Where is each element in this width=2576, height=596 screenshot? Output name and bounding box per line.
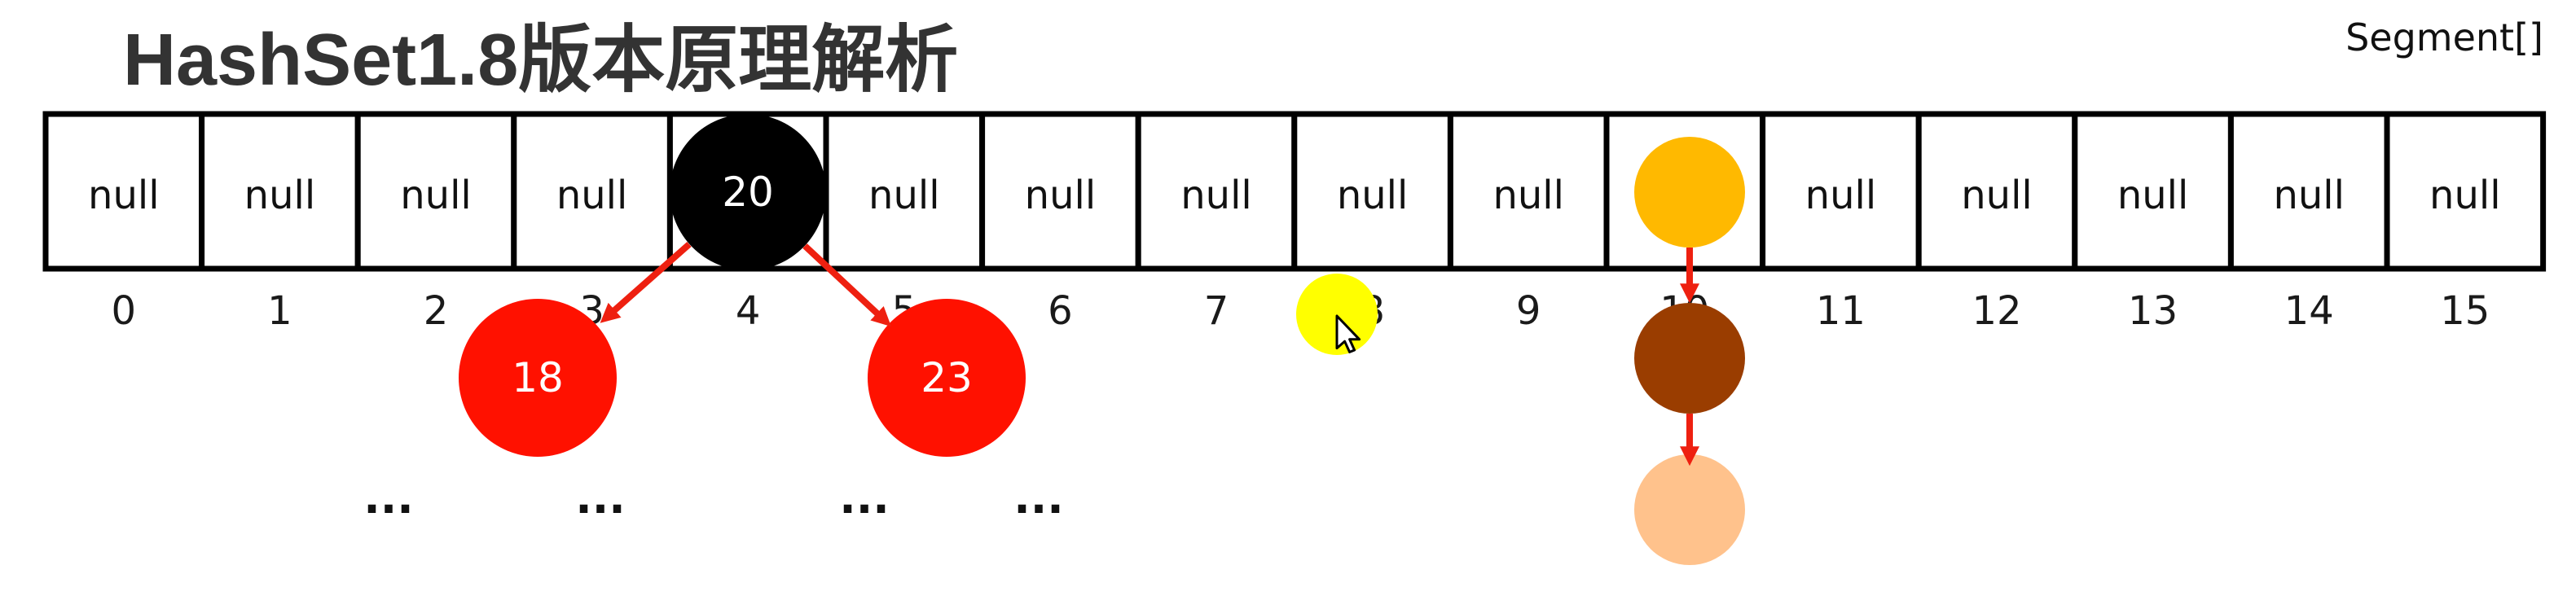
bucket-value: null <box>1805 173 1877 218</box>
bucket-index: 15 <box>2440 288 2490 334</box>
bucket-value: null <box>1025 173 1097 218</box>
bucket-value: null <box>1961 173 2033 218</box>
ellipsis: ... <box>839 472 890 524</box>
bucket-cell <box>1760 111 1922 272</box>
arrow-root-to-right <box>802 243 892 327</box>
segment-array-label: Segment[] <box>2345 15 2543 59</box>
bucket-index: 9 <box>1516 288 1541 334</box>
bucket-value: null <box>88 173 160 218</box>
bucket-index: 0 <box>112 288 137 334</box>
bucket-index: 14 <box>2284 288 2334 334</box>
cursor-highlight <box>1296 274 1378 355</box>
bucket-index: 4 <box>736 288 761 334</box>
bucket-cell <box>42 111 205 272</box>
bucket-index: 11 <box>1816 288 1866 334</box>
bucket-value: null <box>1180 173 1252 218</box>
list-second-node <box>1634 303 1745 414</box>
bucket-value: null <box>868 173 940 218</box>
tree-root-node <box>670 114 826 270</box>
bucket-index: 6 <box>1048 288 1073 334</box>
bucket-index: 12 <box>1972 288 2021 334</box>
list-third-node <box>1634 454 1745 565</box>
bucket-cell <box>2384 111 2547 272</box>
mouse-cursor-icon <box>1335 314 1361 353</box>
bucket-index: 13 <box>2128 288 2178 334</box>
bucket-value: null <box>400 173 472 218</box>
bucket-index: 7 <box>1204 288 1229 334</box>
ellipsis: ... <box>363 472 414 524</box>
tree-left-child-node <box>459 299 617 457</box>
bucket-cell <box>1915 111 2078 272</box>
bucket-cell <box>823 111 986 272</box>
bucket-value: null <box>1492 173 1564 218</box>
bucket-cell <box>1135 111 1298 272</box>
tree-right-child-label: 23 <box>921 354 973 401</box>
bucket-cell <box>1447 111 1610 272</box>
bucket-cell <box>1291 111 1453 272</box>
bucket-value: null <box>1337 173 1409 218</box>
bucket-index: 1 <box>267 288 292 334</box>
bucket-value: null <box>2429 173 2501 218</box>
ellipsis: ... <box>575 472 626 524</box>
bucket-value: null <box>556 173 628 218</box>
bucket-value: null <box>2273 173 2345 218</box>
tree-root-label: 20 <box>722 169 774 216</box>
bucket-cell <box>2072 111 2234 272</box>
page-title: HashSet1.8版本原理解析 <box>123 20 958 101</box>
bucket-cell <box>354 111 517 272</box>
bucket-cell <box>199 111 361 272</box>
bucket-cell <box>979 111 1141 272</box>
bucket-index: 2 <box>424 288 449 334</box>
tree-left-child-label: 18 <box>512 354 564 401</box>
arrow-root-to-left <box>600 242 692 323</box>
bucket-value: null <box>244 173 316 218</box>
tree-right-child-node <box>868 299 1026 457</box>
bucket-value: null <box>2117 173 2189 218</box>
ellipsis: ... <box>1013 472 1064 524</box>
list-head-node <box>1634 137 1745 248</box>
bucket-values: null null null null null null null null null null… <box>88 173 2501 218</box>
